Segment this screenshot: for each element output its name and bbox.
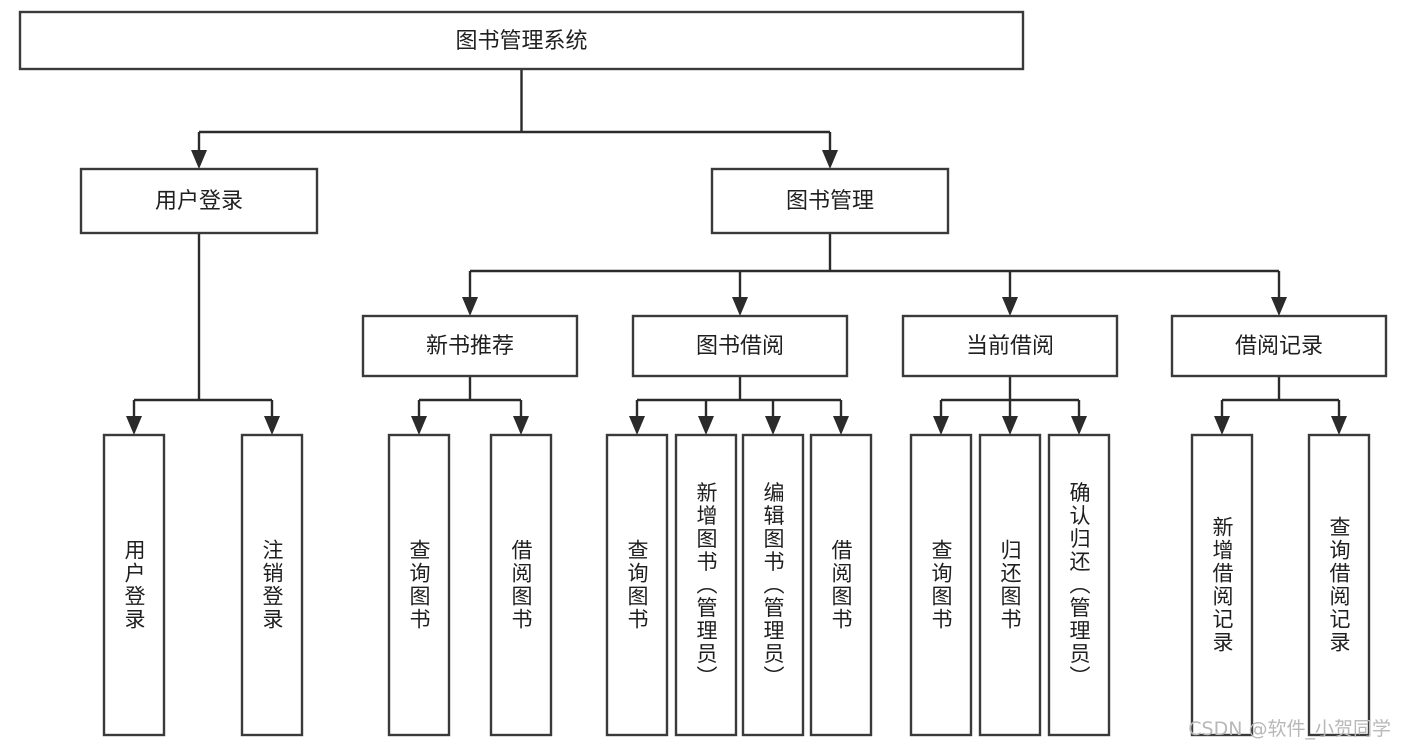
- node-box-shape: [18, 10, 1025, 71]
- node-root-system[interactable]: 图书管理系统: [18, 10, 1025, 71]
- leaf-user-login-logout[interactable]: 注销登录: [240, 433, 304, 737]
- arrow-head-icon: [629, 416, 645, 435]
- node-box-shape: [361, 314, 579, 378]
- leaf-new-book-query[interactable]: 查询图书: [387, 433, 451, 737]
- arrow-head-icon: [1002, 416, 1018, 435]
- node-box-shape: [387, 433, 451, 737]
- leaf-label: 归还图书: [998, 539, 1022, 631]
- node-box-shape: [809, 433, 873, 737]
- node-box-shape: [741, 433, 805, 737]
- node-box-shape: [489, 433, 553, 737]
- leaf-label: 查询图书: [407, 539, 431, 631]
- node-current-borrow[interactable]: 当前借阅: [901, 314, 1119, 378]
- node-user-login[interactable]: 用户登录: [79, 167, 319, 235]
- node-box-shape: [1047, 433, 1111, 737]
- leaf-label: 确认归还（管理员）: [1067, 482, 1091, 689]
- connector-bookborrow-to-leaves: [629, 376, 849, 435]
- arrow-head-icon: [264, 416, 280, 435]
- connector-userlogin-to-leaves: [126, 233, 280, 435]
- leaf-label: 新增图书（管理员）: [694, 482, 718, 689]
- connector-bookmgmt-to-level3: [462, 233, 1287, 316]
- node-box-shape: [605, 433, 669, 737]
- arrow-head-icon: [1214, 416, 1230, 435]
- connector-newbook-to-leaves: [411, 376, 529, 435]
- leaf-label: 借阅图书: [829, 539, 853, 631]
- leaf-label: 用户登录: [122, 539, 146, 631]
- node-label: 用户登录: [155, 189, 243, 214]
- leaf-label: 查询借阅记录: [1327, 516, 1351, 654]
- node-box-shape: [1307, 433, 1371, 737]
- node-label: 新书推荐: [426, 334, 514, 359]
- node-box-shape: [1170, 314, 1388, 378]
- node-borrow-record[interactable]: 借阅记录: [1170, 314, 1388, 378]
- node-label: 当前借阅: [966, 334, 1054, 359]
- leaf-label: 查询图书: [625, 539, 649, 631]
- arrow-head-icon: [191, 150, 207, 169]
- leaf-label: 编辑图书（管理员）: [761, 482, 785, 689]
- node-book-borrow[interactable]: 图书借阅: [631, 314, 849, 378]
- leaf-book-borrow-query[interactable]: 查询图书: [605, 433, 669, 737]
- node-box-shape: [102, 433, 166, 737]
- arrow-head-icon: [933, 416, 949, 435]
- arrow-head-icon: [833, 416, 849, 435]
- arrow-head-icon: [698, 416, 714, 435]
- arrow-head-icon: [1002, 297, 1018, 316]
- leaf-book-borrow-edit[interactable]: 编辑图书（管理员）: [741, 433, 805, 737]
- node-label: 图书管理系统: [455, 29, 587, 54]
- leaf-label: 借阅图书: [509, 539, 533, 631]
- leaf-borrow-record-add[interactable]: 新增借阅记录: [1190, 433, 1254, 737]
- leaf-label: 新增借阅记录: [1210, 516, 1234, 654]
- connector-currentborrow-to-leaves: [933, 376, 1087, 435]
- leaf-current-borrow-return[interactable]: 归还图书: [978, 433, 1042, 737]
- node-box-shape: [631, 314, 849, 378]
- node-label: 图书借阅: [696, 334, 784, 359]
- node-book-management[interactable]: 图书管理: [710, 167, 950, 235]
- node-box-shape: [240, 433, 304, 737]
- arrow-head-icon: [1271, 297, 1287, 316]
- arrow-head-icon: [765, 416, 781, 435]
- connector-root-to-level2: [191, 69, 838, 169]
- leaf-borrow-record-query[interactable]: 查询借阅记录: [1307, 433, 1371, 737]
- node-box-shape: [710, 167, 950, 235]
- leaf-current-borrow-query[interactable]: 查询图书: [909, 433, 973, 737]
- node-box-shape: [79, 167, 319, 235]
- leaf-label: 注销登录: [260, 539, 284, 631]
- arrow-head-icon: [1331, 416, 1347, 435]
- node-box-shape: [978, 433, 1042, 737]
- arrow-head-icon: [1071, 416, 1087, 435]
- arrow-head-icon: [462, 297, 478, 316]
- node-box-shape: [674, 433, 738, 737]
- node-box-shape: [1190, 433, 1254, 737]
- arrow-head-icon: [822, 150, 838, 169]
- node-box-shape: [901, 314, 1119, 378]
- node-new-book-recommend[interactable]: 新书推荐: [361, 314, 579, 378]
- node-box-shape: [909, 433, 973, 737]
- node-label: 借阅记录: [1235, 334, 1323, 359]
- arrow-head-icon: [513, 416, 529, 435]
- leaf-label: 查询图书: [929, 539, 953, 631]
- arrow-head-icon: [126, 416, 142, 435]
- arrow-head-icon: [732, 297, 748, 316]
- leaf-current-borrow-confirm[interactable]: 确认归还（管理员）: [1047, 433, 1111, 737]
- node-label: 图书管理: [786, 189, 874, 214]
- connector-borrowrecord-to-leaves: [1214, 376, 1347, 435]
- leaf-user-login-login[interactable]: 用户登录: [102, 433, 166, 737]
- arrow-head-icon: [411, 416, 427, 435]
- leaf-book-borrow-add[interactable]: 新增图书（管理员）: [674, 433, 738, 737]
- leaf-new-book-borrow[interactable]: 借阅图书: [489, 433, 553, 737]
- leaf-book-borrow-borrow[interactable]: 借阅图书: [809, 433, 873, 737]
